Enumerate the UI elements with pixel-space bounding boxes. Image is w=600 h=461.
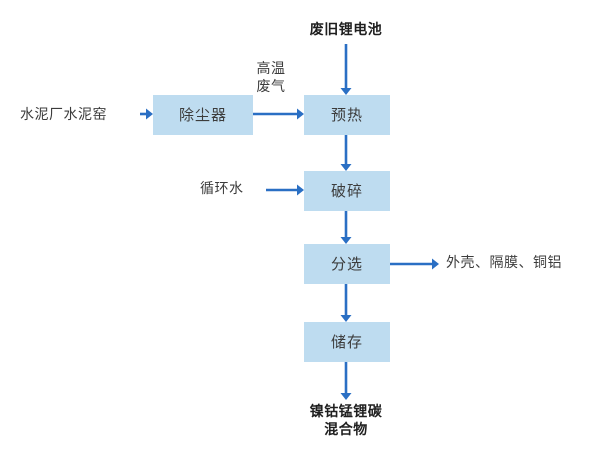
output-label-final-product: 镍钴锰锂碳 混合物 [309,403,383,437]
process-box-store[interactable]: 储存 [304,322,390,362]
input-label-waste-battery: 废旧锂电池 [309,21,383,37]
output-label-byproducts: 外壳、隔膜、铜铝 [446,254,562,270]
process-box-sort[interactable]: 分选 [304,244,390,284]
process-box-dust-collector-label: 除尘器 [178,106,227,124]
process-box-store-label: 储存 [330,333,363,351]
process-box-preheat[interactable]: 预热 [304,95,390,135]
process-box-sort-label: 分选 [330,255,363,273]
input-label-recycle-water: 循环水 [200,180,244,196]
process-box-dust-collector[interactable]: 除尘器 [153,95,253,135]
edge-label-hot-exhaust: 高温 废气 [256,60,286,94]
input-label-cement-kiln: 水泥厂水泥窑 [20,106,107,122]
process-box-crush-label: 破碎 [330,182,363,200]
process-box-crush[interactable]: 破碎 [304,171,390,211]
process-box-preheat-label: 预热 [330,106,363,124]
